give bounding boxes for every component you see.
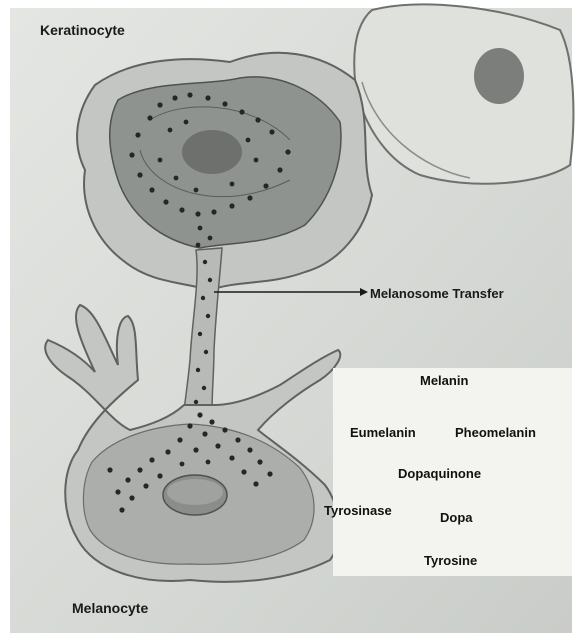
keratinocyte-nucleus [182, 130, 242, 174]
pathway-tyrosinase: Tyrosinase [324, 503, 392, 518]
pathway-tyrosine: Tyrosine [424, 553, 477, 568]
melanocyte-label: Melanocyte [72, 600, 148, 616]
pathway-dopaquinone: Dopaquinone [398, 466, 481, 481]
melanosome-transfer-label: Melanosome Transfer [370, 286, 504, 301]
keratinocyte-label: Keratinocyte [40, 22, 125, 38]
pathway-melanin: Melanin [420, 373, 468, 388]
pathway-pheomelanin: Pheomelanin [455, 425, 536, 440]
keratinocyte-cell [77, 53, 372, 290]
adjacent-nucleus [474, 48, 524, 104]
pathway-eumelanin: Eumelanin [350, 425, 416, 440]
pathway-dopa: Dopa [440, 510, 473, 525]
